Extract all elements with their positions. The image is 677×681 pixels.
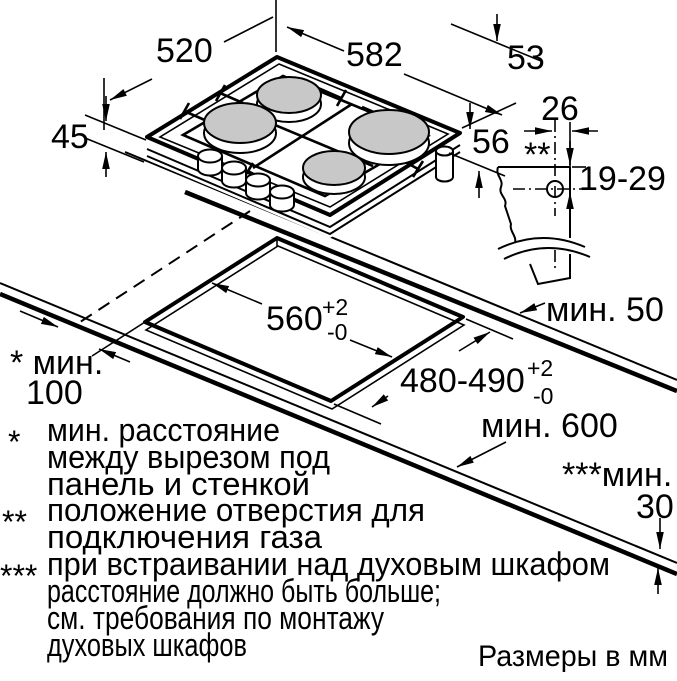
burners [203, 76, 430, 195]
footnote-marker-2: ** [2, 504, 27, 540]
dim-480-line-lower [371, 394, 389, 408]
worktop-hidden-edge-dashed [73, 210, 251, 327]
dim-480-tolerance-minus: -0 [533, 383, 553, 409]
knob [269, 184, 295, 213]
gas-marker-label: ** [524, 136, 550, 174]
dim-min600-arrow [456, 441, 507, 468]
worktop-front-edge-thick [0, 291, 677, 577]
footnote-3-line-2: расстояние должно быть больше; [47, 573, 441, 609]
dim-min50-label: мин. 50 [546, 291, 664, 329]
burner-left [203, 102, 277, 154]
dim-480-line-upper [458, 331, 491, 352]
cutout-depth-extension-2 [333, 403, 382, 425]
dim-min30-value: 30 [636, 488, 674, 526]
dim-480-490-label: 480-490 [400, 362, 525, 400]
worktop-front-edge-top [0, 282, 677, 564]
footnote-1-line-2: между вырезом под [47, 439, 330, 475]
dim-45-label: 45 [51, 118, 89, 156]
extension-line-45-bottom [84, 137, 145, 163]
dim-520-line-left [109, 78, 153, 101]
footnote-2-line-2: подключения газа [47, 519, 322, 555]
dim-560-line-right [349, 339, 393, 358]
burner-back [256, 76, 322, 123]
hob-side-edge-2 [146, 151, 461, 236]
dim-min30-label: ***мин. [562, 456, 672, 494]
worktop-back-edge-top [124, 151, 677, 381]
footnote-2-line-1: положение отверстия для [47, 492, 425, 528]
footnotes: * мин. расстояние между вырезом под пане… [0, 412, 610, 663]
burner-right [348, 109, 430, 166]
dim-min100-value: 100 [26, 374, 83, 412]
cutout-inner-edge [144, 245, 466, 410]
dim-min100-arrow-upper [19, 310, 59, 328]
dim-560-label: 560 [266, 300, 323, 338]
break-line-1 [497, 237, 586, 250]
pan-support-bar-vertical [252, 102, 353, 170]
dim-582-line-left [286, 26, 345, 52]
dim-19-29-label: 19-29 [579, 160, 666, 198]
profile-broken-left-edge [496, 166, 517, 244]
dim-582-label: 582 [346, 36, 403, 74]
footnote-1-line-3: панель и стенкой [47, 466, 310, 502]
cutout-outer-edge [143, 236, 465, 403]
footnote-marker-1: * [8, 424, 20, 460]
worktop-back-edge-thick [184, 189, 677, 394]
dim-min100-arrow-lower [98, 348, 131, 363]
footnote-3-line-1: при встраивании над духовым шкафом [47, 546, 610, 582]
extension-line-56 [448, 152, 506, 177]
footnote-3-line-4: духовых шкафов [47, 627, 247, 663]
dim-520-line-right [223, 16, 274, 43]
dim-560-line-left [211, 282, 263, 305]
footnote-marker-3: *** [0, 558, 37, 594]
footnote-3-line-3: см. требования по монтажу [47, 600, 384, 636]
extension-line-53 [450, 23, 542, 62]
cutout-depth-extension-1 [465, 318, 514, 340]
dim-min50-arrow [519, 302, 546, 314]
footnote-1-line-1: мин. расстояние [47, 412, 280, 448]
knob [245, 172, 271, 201]
gas-connection-detail [496, 120, 598, 286]
knob [197, 148, 223, 177]
control-knobs [197, 148, 295, 213]
extension-line-45-top [84, 114, 147, 141]
cutout-dimension-lines [19, 282, 664, 594]
dim-480-tolerance-plus: +2 [527, 355, 553, 381]
dim-26-label: 26 [541, 90, 579, 128]
dim-53-label: 53 [507, 39, 545, 77]
dim-56-label: 56 [472, 123, 510, 161]
dimension-labels: 520 582 53 45 56 26 ** 19-29 мин. 50 560… [10, 32, 674, 526]
dim-min600-label: мин. 600 [481, 407, 618, 445]
dim-560-tolerance-plus: +2 [322, 294, 348, 320]
hob-foot [435, 145, 454, 183]
worktop-view [0, 151, 677, 577]
hob-view [145, 55, 462, 238]
dim-582-line-right [403, 73, 503, 116]
dim-560-tolerance-minus: -0 [327, 319, 347, 345]
units-note: Размеры в мм [478, 640, 668, 673]
dim-min100-label: * мин. [10, 344, 103, 382]
hob-dimension-lines [84, 0, 542, 198]
break-line-2 [503, 247, 591, 260]
dim-520-label: 520 [156, 32, 213, 70]
burner-front [302, 150, 366, 195]
knob [221, 160, 247, 189]
